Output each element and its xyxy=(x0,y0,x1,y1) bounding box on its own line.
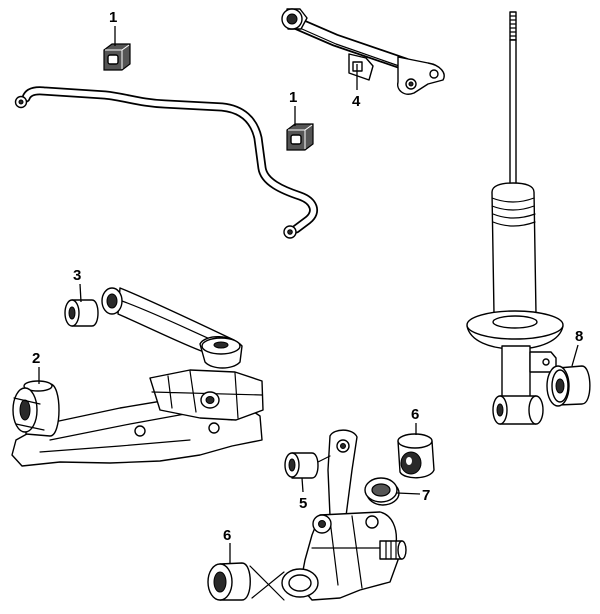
knuckle-body-lines xyxy=(311,515,391,589)
spring-seat-inner xyxy=(492,315,538,329)
callout-label-2: 2 xyxy=(32,350,40,367)
shock-boot-rings xyxy=(491,197,536,227)
leader-lines xyxy=(38,26,579,563)
bushing-hole xyxy=(555,378,565,394)
shock-thread-lines xyxy=(509,15,517,37)
stabilizer-bushing-middle xyxy=(286,123,314,151)
ball-joint-stud xyxy=(213,341,229,349)
lower-arm-bracket-boss-hole xyxy=(205,396,215,404)
knuckle-spindle-end xyxy=(397,540,407,560)
callout-label-6-lower: 6 xyxy=(223,527,231,544)
stabilizer-bar xyxy=(14,86,318,239)
ring-hole xyxy=(371,483,391,497)
bushing-slot xyxy=(107,54,119,65)
arm-tube-fill xyxy=(293,19,410,69)
leader-line-5 xyxy=(301,477,304,493)
lower-control-arm-bushing xyxy=(12,380,60,437)
lower-control-arm xyxy=(11,369,264,467)
knuckle-bushing-upper xyxy=(397,433,435,479)
lower-arm-hole xyxy=(208,422,220,434)
callout-label-7: 7 xyxy=(422,487,430,504)
knuckle-bushing-small xyxy=(284,452,331,479)
upper-trailing-arm xyxy=(281,8,445,95)
knuckle-upper-hole-inner xyxy=(340,443,346,449)
lower-arm-hole xyxy=(134,425,146,437)
lower-arm-bracket-lines xyxy=(151,370,263,419)
shock-absorber xyxy=(466,11,564,425)
callout-labels: 1 1 4 3 2 8 6 5 7 6 xyxy=(32,9,583,544)
shock-rod xyxy=(509,39,517,187)
callout-label-4: 4 xyxy=(352,93,361,110)
callout-label-1-top: 1 xyxy=(109,9,117,26)
bushing-cap xyxy=(23,380,53,392)
bushing-cap xyxy=(397,433,433,449)
upper-arm-eye-hole xyxy=(106,293,118,309)
stabilizer-bar-fill xyxy=(23,88,317,232)
knuckle-right-mount xyxy=(365,515,379,529)
arm-tube-edge xyxy=(301,28,403,68)
knuckle xyxy=(281,429,407,601)
shock-eye-right xyxy=(528,395,544,425)
bushing-assembly-line xyxy=(317,455,331,463)
leader-line-3 xyxy=(79,283,82,303)
bushing-hole xyxy=(19,399,31,421)
knuckle-lower-ring-inner xyxy=(288,574,312,592)
bushing-highlight xyxy=(288,124,313,149)
bushing-highlight xyxy=(406,457,412,465)
bushing-slot xyxy=(290,134,302,145)
knuckle-spindle-thread xyxy=(385,540,397,560)
arm-eye-hole xyxy=(286,13,298,25)
knuckle-left-boss-hole xyxy=(318,520,326,528)
stabilizer-bar-outline xyxy=(21,86,318,234)
bushing-hole xyxy=(68,306,76,320)
shock-lower-body xyxy=(501,345,531,399)
stabilizer-bar-right-eye-hole xyxy=(287,229,293,235)
upper-control-arm-bushing xyxy=(64,299,99,327)
bushing-hole xyxy=(288,458,296,472)
callout-label-5: 5 xyxy=(299,495,307,512)
callout-label-6-upper: 6 xyxy=(411,406,419,423)
shock-bracket-hole xyxy=(542,358,550,366)
leader-line-7 xyxy=(396,492,421,495)
callout-label-3: 3 xyxy=(73,267,81,284)
knuckle-bushing-ring xyxy=(364,477,400,506)
callout-label-1-middle: 1 xyxy=(289,89,297,106)
arm-clevis-eye-hole xyxy=(408,81,414,87)
stabilizer-bushing-top xyxy=(103,43,131,71)
knuckle-bushing-lower xyxy=(207,562,285,601)
bushing-highlight xyxy=(105,44,130,69)
arm-clevis-bolt xyxy=(429,69,439,79)
stabilizer-bar-left-eye-hole xyxy=(18,99,24,105)
bushing-hole xyxy=(213,571,227,593)
bushing-assembly-lines xyxy=(249,565,285,601)
leader-line-8 xyxy=(571,344,579,367)
upper-control-arm xyxy=(101,287,243,369)
bushing-mount-lines xyxy=(13,397,45,431)
shock-eye-hole xyxy=(496,403,504,417)
shock-upper-body xyxy=(491,182,537,315)
callout-label-8: 8 xyxy=(575,328,583,345)
shock-lower-bushing xyxy=(546,365,591,407)
